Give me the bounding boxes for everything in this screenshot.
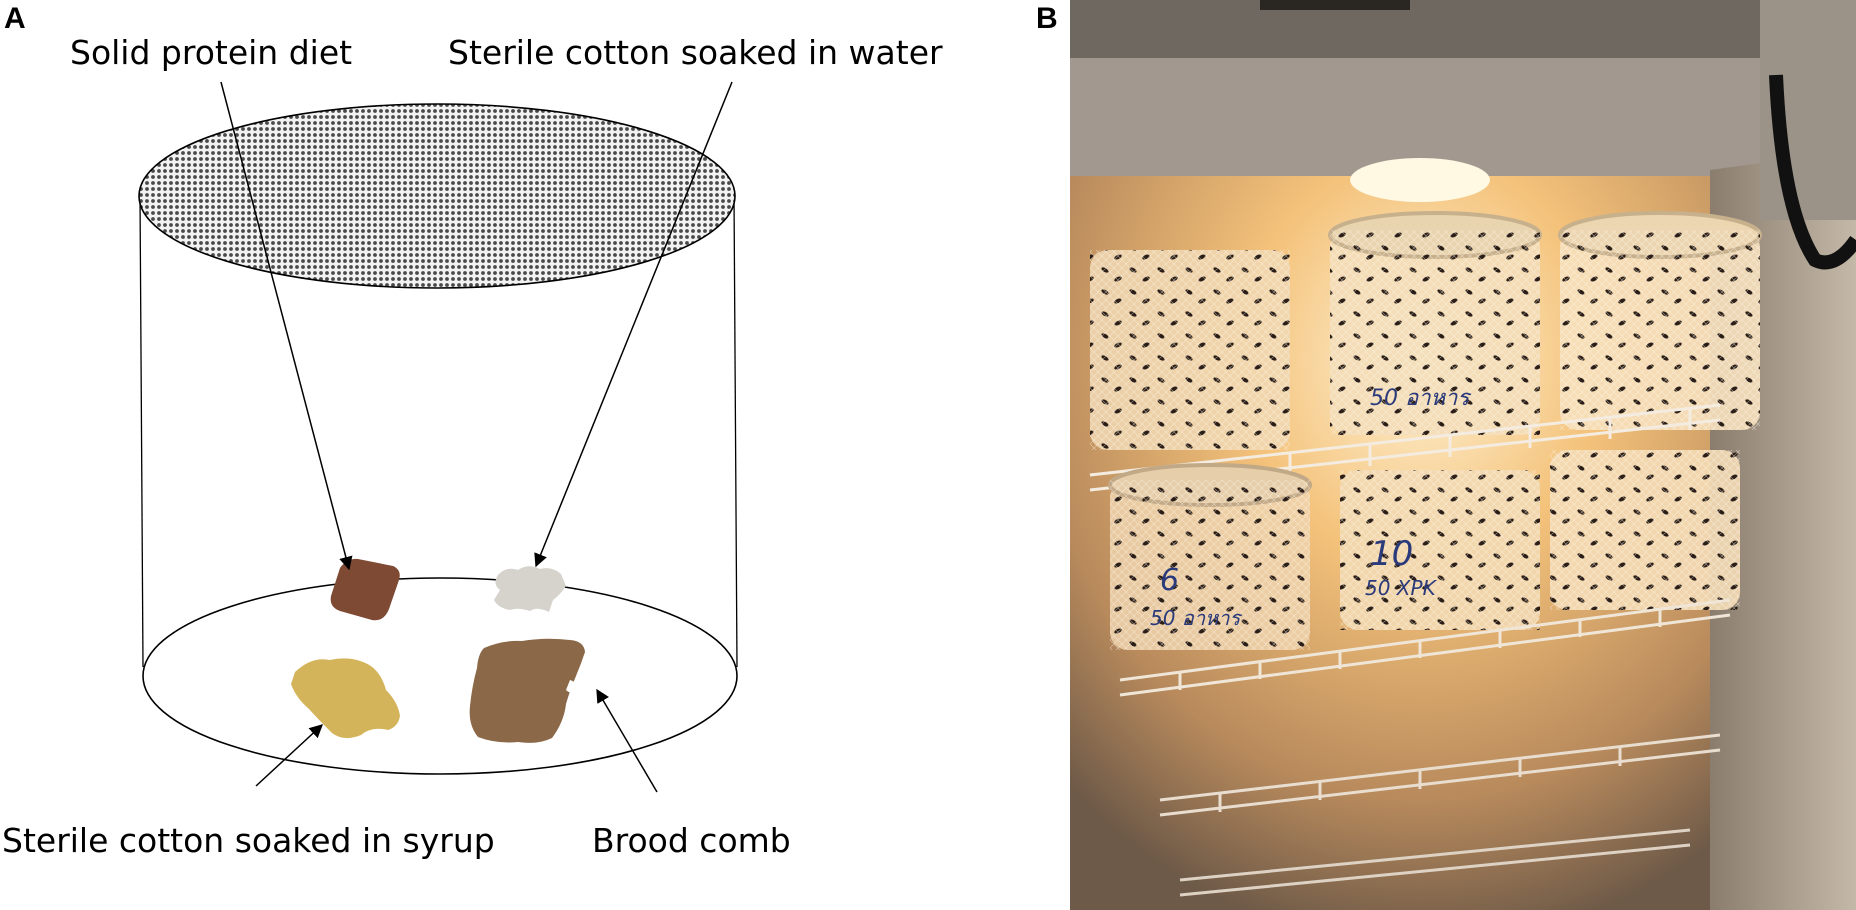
syrup-cotton-item <box>291 658 400 739</box>
power-cable <box>1769 74 1856 270</box>
label-syrup-cotton: Sterile cotton soaked in syrup <box>2 821 495 860</box>
arrow-brood <box>596 688 658 793</box>
wire-shelf-bottom <box>1179 828 1691 897</box>
cage-right-side <box>733 194 738 668</box>
label-brood-comb: Brood comb <box>592 821 791 860</box>
jar-row-upper <box>1090 211 1762 450</box>
cage-diagram <box>138 81 738 793</box>
jar-label-5: 50 อาหาร <box>1150 606 1242 630</box>
arrow-protein <box>220 81 353 571</box>
cage-left-side <box>139 194 144 668</box>
panel-letter-b: B <box>1036 2 1058 35</box>
brood-comb-hole <box>566 680 577 693</box>
cage-floor <box>142 577 738 775</box>
panel-letter-a: A <box>4 2 26 35</box>
brood-comb-item <box>469 638 585 743</box>
jar-label-4: 6 <box>1160 563 1179 598</box>
label-solid-protein-diet: Solid protein diet <box>70 33 353 72</box>
jar-label-2: 10 <box>1370 534 1413 574</box>
jar-row-lower <box>1108 450 1740 650</box>
incubator-lamp <box>1350 158 1490 202</box>
arrow-water <box>534 81 733 568</box>
wire-shelf-lower <box>1159 733 1721 817</box>
mesh-lid <box>138 103 736 289</box>
label-water-cotton: Sterile cotton soaked in water <box>448 33 943 72</box>
arrow-syrup <box>255 724 323 787</box>
incubator-photo: 50 อาหาร 10 50 XPK 6 50 อาหาร <box>1070 0 1856 910</box>
jar-label-3: 50 XPK <box>1365 576 1438 600</box>
incubator-upper-panel <box>1070 58 1760 178</box>
water-cotton-item <box>494 566 566 612</box>
jar-label-1: 50 อาหาร <box>1370 386 1472 411</box>
protein-diet-item <box>330 558 400 621</box>
wire-shelf-middle <box>1119 598 1731 697</box>
